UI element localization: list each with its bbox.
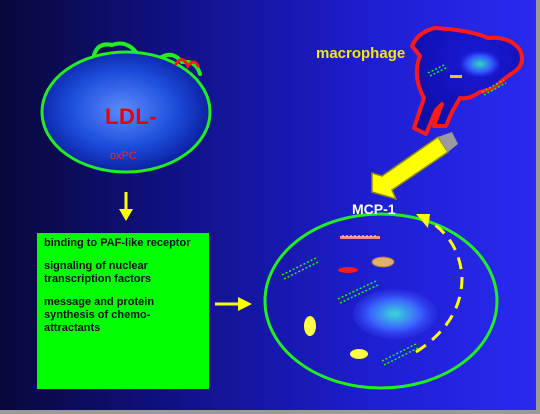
cell-er-strand xyxy=(281,256,421,366)
secretion-path-arrow xyxy=(415,218,464,354)
process-steps-box: binding to PAF-like receptor signaling o… xyxy=(37,233,209,389)
macrophage-nucleus xyxy=(460,51,500,77)
ldl-surface-strand xyxy=(92,41,138,57)
macrophage-label: macrophage xyxy=(316,45,406,62)
mcp1-label: MCP-1 xyxy=(352,201,396,217)
ldl-surface-strand xyxy=(158,52,202,76)
ldl-particle xyxy=(40,41,212,174)
red-organelle xyxy=(338,267,358,273)
arrow-ldl-to-box xyxy=(119,192,133,221)
mcp1-chemoattract-arrow xyxy=(371,132,458,201)
arrow-box-to-cell xyxy=(215,297,252,311)
vesicle-striped xyxy=(371,256,395,268)
step-1: binding to PAF-like receptor xyxy=(44,237,191,249)
golgi-band xyxy=(340,236,380,239)
step-3: message and protein synthesis of chemo-a… xyxy=(44,296,155,334)
oxpc-tail xyxy=(174,58,200,69)
target-cell xyxy=(263,212,499,390)
cell-membrane xyxy=(263,212,499,390)
macrophage xyxy=(410,26,524,136)
macrophage-granule xyxy=(450,75,462,78)
cell-nucleus xyxy=(353,289,437,339)
macrophage-er-strand xyxy=(427,63,507,96)
yellow-granule xyxy=(304,316,316,336)
ldl-label: LDL- xyxy=(105,104,158,129)
step-2: signaling of nuclear transcription facto… xyxy=(44,260,151,285)
yellow-granule xyxy=(350,349,368,359)
oxpc-label: oxPC xyxy=(110,150,137,162)
macrophage-membrane xyxy=(410,26,524,136)
ldl-body xyxy=(40,50,212,174)
